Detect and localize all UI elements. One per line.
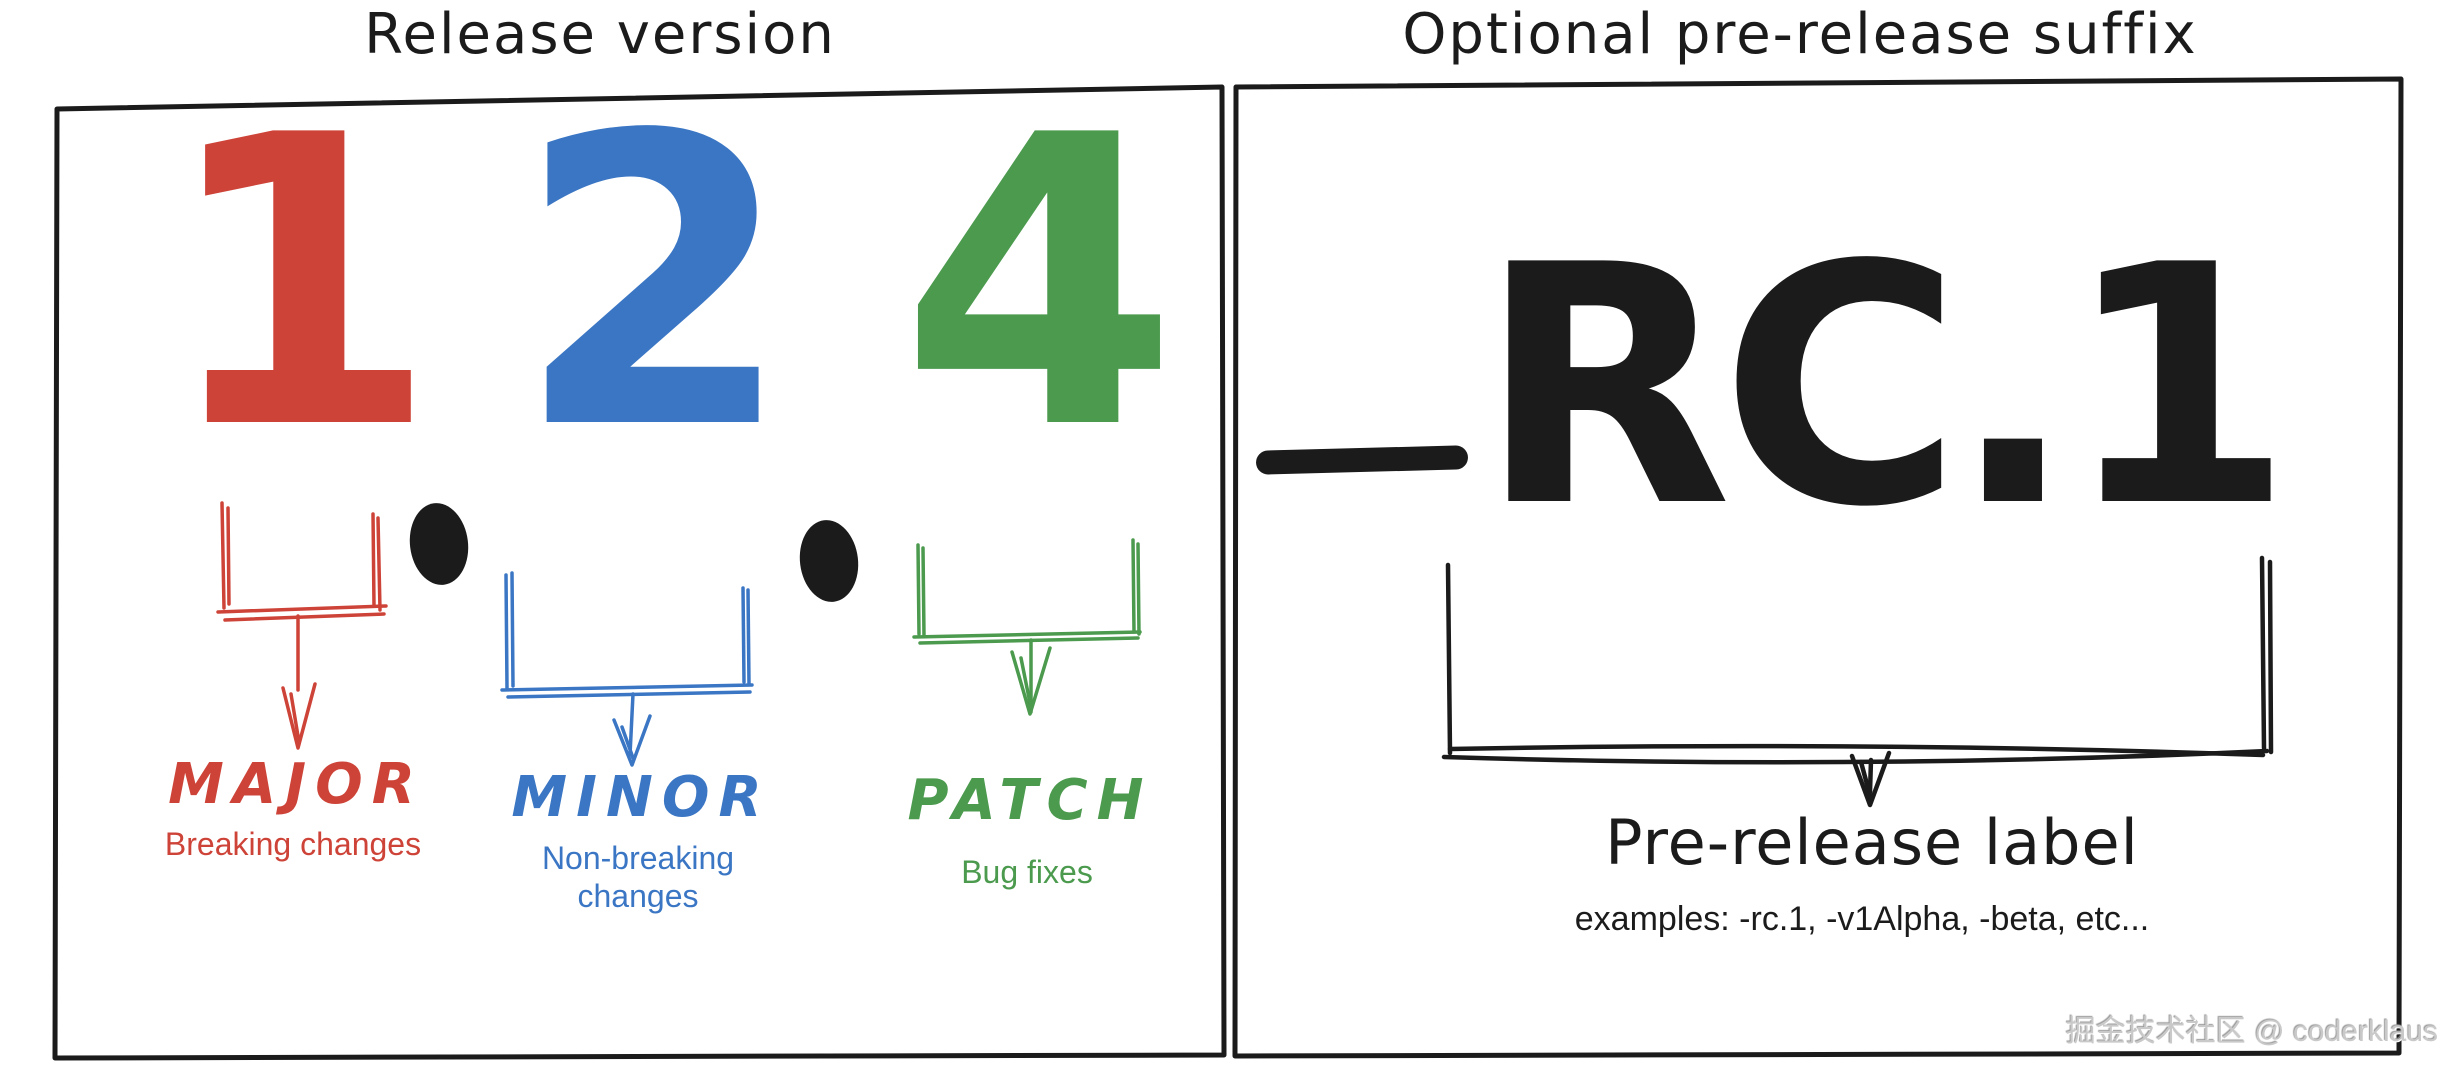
patch-bracket [912, 538, 1142, 716]
suffix-value: RC.1 [1478, 195, 2293, 579]
patch-label: PATCH [907, 768, 1153, 833]
major-description: Breaking changes [164, 826, 422, 862]
watermark: 掘金技术社区 @ coderklaus [2065, 1015, 2438, 1048]
minor-digit: 2 [515, 52, 794, 517]
major-digit: 1 [160, 52, 439, 517]
panel-borders [52, 76, 2404, 1061]
suffix-bracket [1441, 555, 2274, 808]
minor-bracket [500, 571, 754, 767]
right-panel-border [1232, 76, 2404, 1059]
patch-digit: 4 [900, 52, 1179, 517]
minor-label: MINOR [511, 765, 771, 830]
prerelease-examples: examples: -rc.1, -v1Alpha, -beta, etc... [1574, 900, 2150, 938]
left-panel-border [52, 84, 1227, 1061]
left-panel-title: Release version [364, 2, 836, 67]
minor-description: Non-breaking changes [541, 840, 735, 914]
right-panel-title: Optional pre-release suffix [1402, 2, 2198, 67]
patch-description: Bug fixes [961, 854, 1093, 890]
prerelease-label: Pre-release label [1605, 806, 2139, 879]
major-bracket [216, 501, 388, 750]
major-label: MAJOR [168, 752, 424, 817]
